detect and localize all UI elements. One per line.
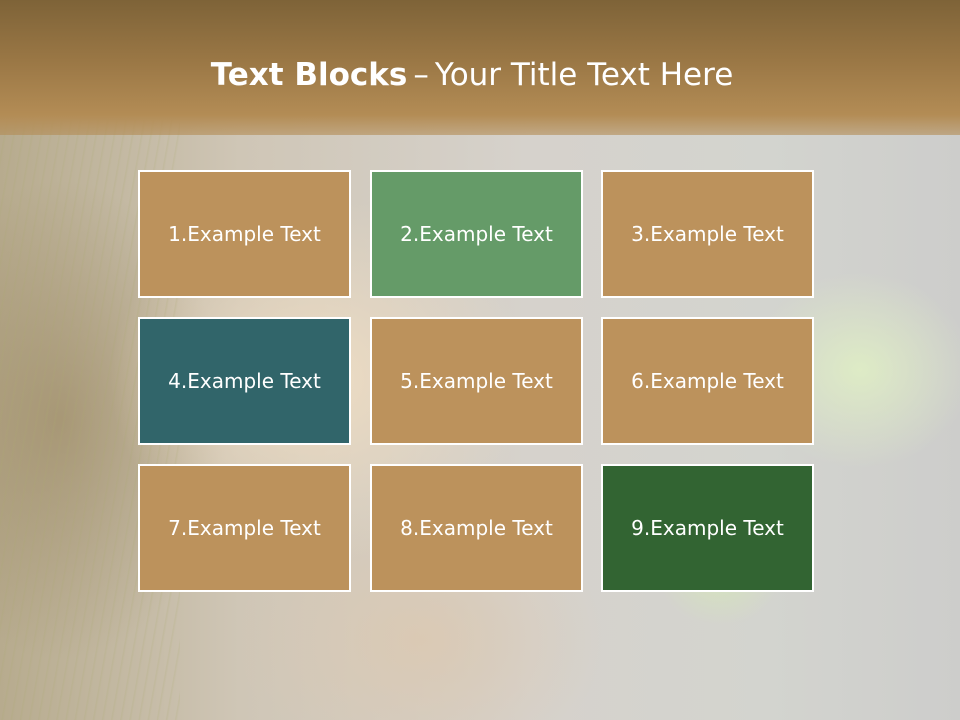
text-block-label: 1.Example Text <box>168 222 321 246</box>
text-blocks-grid: 1.Example Text 2.Example Text 3.Example … <box>138 170 815 594</box>
text-block-8[interactable]: 8.Example Text <box>370 464 583 592</box>
text-block-5[interactable]: 5.Example Text <box>370 317 583 445</box>
text-block-4[interactable]: 4.Example Text <box>138 317 351 445</box>
title-rest-part: Your Title Text Here <box>434 57 734 93</box>
title-separator: – <box>413 57 429 93</box>
text-block-9[interactable]: 9.Example Text <box>601 464 814 592</box>
text-block-7[interactable]: 7.Example Text <box>138 464 351 592</box>
text-block-label: 8.Example Text <box>400 516 553 540</box>
text-block-label: 4.Example Text <box>168 369 321 393</box>
text-block-label: 5.Example Text <box>400 369 553 393</box>
text-block-2[interactable]: 2.Example Text <box>370 170 583 298</box>
text-block-label: 7.Example Text <box>168 516 321 540</box>
slide-title[interactable]: Text Blocks–Your Title Text Here <box>0 52 944 98</box>
title-bold-part: Text Blocks <box>210 57 408 93</box>
text-block-label: 6.Example Text <box>631 369 784 393</box>
text-block-label: 9.Example Text <box>631 516 784 540</box>
text-block-3[interactable]: 3.Example Text <box>601 170 814 298</box>
text-block-6[interactable]: 6.Example Text <box>601 317 814 445</box>
header-band <box>0 0 960 135</box>
text-block-label: 2.Example Text <box>400 222 553 246</box>
text-block-label: 3.Example Text <box>631 222 784 246</box>
text-block-1[interactable]: 1.Example Text <box>138 170 351 298</box>
